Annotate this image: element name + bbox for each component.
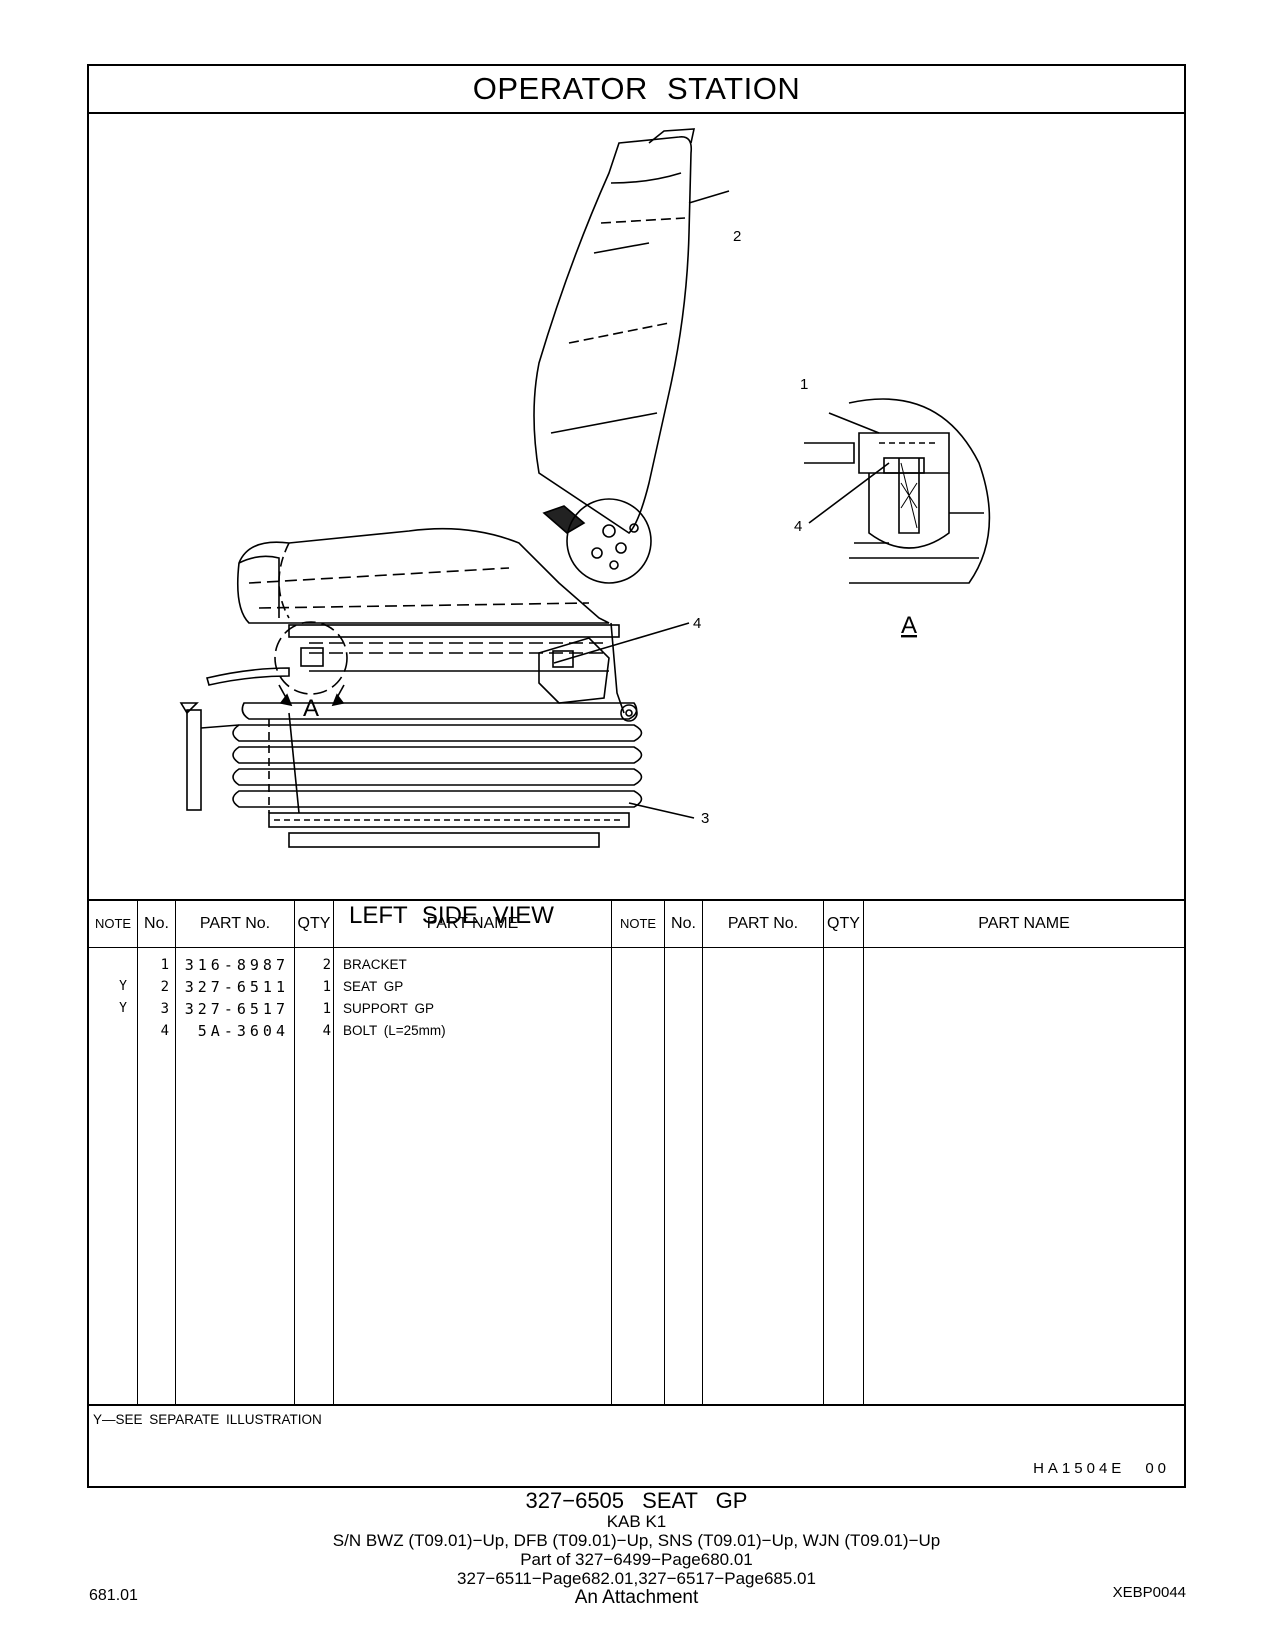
row-note: Y <box>119 979 127 994</box>
illustration-code: HA1504E 00 <box>1033 1460 1170 1477</box>
callout-2: 2 <box>733 228 741 245</box>
header-part-name: PART NAME <box>426 915 519 932</box>
col-divider <box>863 901 864 1404</box>
callout-3: 3 <box>701 810 709 827</box>
page-title: OPERATOR STATION <box>89 66 1184 114</box>
row-no: 1 <box>160 957 169 973</box>
parts-page-frame: OPERATOR STATION <box>87 64 1186 1488</box>
row-part-no: 327-6511 <box>184 978 289 996</box>
header-part-no: PART No. <box>199 915 271 932</box>
seat-cushion-outline <box>236 527 610 624</box>
col-divider <box>702 901 703 1404</box>
header-divider <box>89 947 1184 948</box>
row-no: 3 <box>160 1001 169 1017</box>
header-part-no-right: PART No. <box>727 915 799 932</box>
footnote: Y—SEE SEPARATE ILLUSTRATION <box>93 1412 322 1427</box>
col-divider <box>175 901 176 1404</box>
row-no: 4 <box>160 1023 169 1039</box>
row-qty: 1 <box>322 1001 331 1017</box>
col-divider <box>664 901 665 1404</box>
seat-illustration: 2 1 4 4 3 A A <box>179 128 991 848</box>
header-qty: QTY <box>297 915 331 932</box>
header-no-right: No. <box>671 915 696 932</box>
row-part-name: SEAT GP <box>343 979 404 994</box>
row-part-name: BOLT (L=25mm) <box>343 1023 446 1038</box>
row-part-no: 316-8987 <box>184 956 289 974</box>
row-qty: 4 <box>322 1023 331 1039</box>
row-qty: 1 <box>322 979 331 995</box>
callout-4: 4 <box>693 615 701 632</box>
view-label: LEFT SIDE VIEW <box>349 902 554 929</box>
illustration-code-value: HA1504E <box>1033 1460 1126 1477</box>
row-note <box>89 1020 127 1042</box>
caption-line: An Attachment <box>574 1587 699 1608</box>
header-no: No. <box>144 915 169 932</box>
col-divider <box>294 901 295 1404</box>
caption-line: 327−6511−Page682.01,327−6517−Page685.01 <box>457 1569 816 1588</box>
caption-line: KAB K1 <box>606 1512 667 1531</box>
row-part-name: SUPPORT GP <box>343 1001 435 1016</box>
caption-line: S/N BWZ (T09.01)−Up, DFB (T09.01)−Up, SN… <box>332 1531 941 1550</box>
callout-1: 1 <box>800 376 808 393</box>
row-part-no: 327-6517 <box>184 1000 289 1018</box>
header-note-right: NOTE <box>619 916 657 931</box>
section-marker-a: A <box>303 695 319 722</box>
caption-line: Part of 327−6499−Page680.01 <box>520 1550 753 1569</box>
backrest-outline <box>533 136 693 535</box>
col-divider <box>823 901 824 1404</box>
row-part-name: BRACKET <box>343 957 407 972</box>
col-divider <box>333 901 334 1404</box>
detail-label-a: A <box>901 612 917 639</box>
illustration-rev: 00 <box>1145 1460 1170 1477</box>
row-note: Y <box>119 1001 127 1016</box>
header-part-name-right: PART NAME <box>978 915 1070 932</box>
callout-4-detail: 4 <box>794 518 802 535</box>
row-qty: 2 <box>322 957 331 973</box>
row-no: 2 <box>160 979 169 995</box>
col-divider <box>611 901 612 1404</box>
document-code: XEBP0044 <box>1112 1584 1186 1601</box>
parts-table: NOTE No. PART No. QTY PART NAME NOTE No.… <box>89 899 1184 1406</box>
row-note <box>89 954 127 976</box>
suspension-bellows <box>241 702 638 720</box>
header-qty-right: QTY <box>827 915 860 932</box>
header-note: NOTE <box>94 916 132 931</box>
row-part-no: 5A-3604 <box>197 1022 289 1040</box>
page-number: 681.01 <box>89 1587 138 1604</box>
col-divider <box>137 901 138 1404</box>
caption-title: 327−6505 SEAT GP <box>525 1488 748 1513</box>
